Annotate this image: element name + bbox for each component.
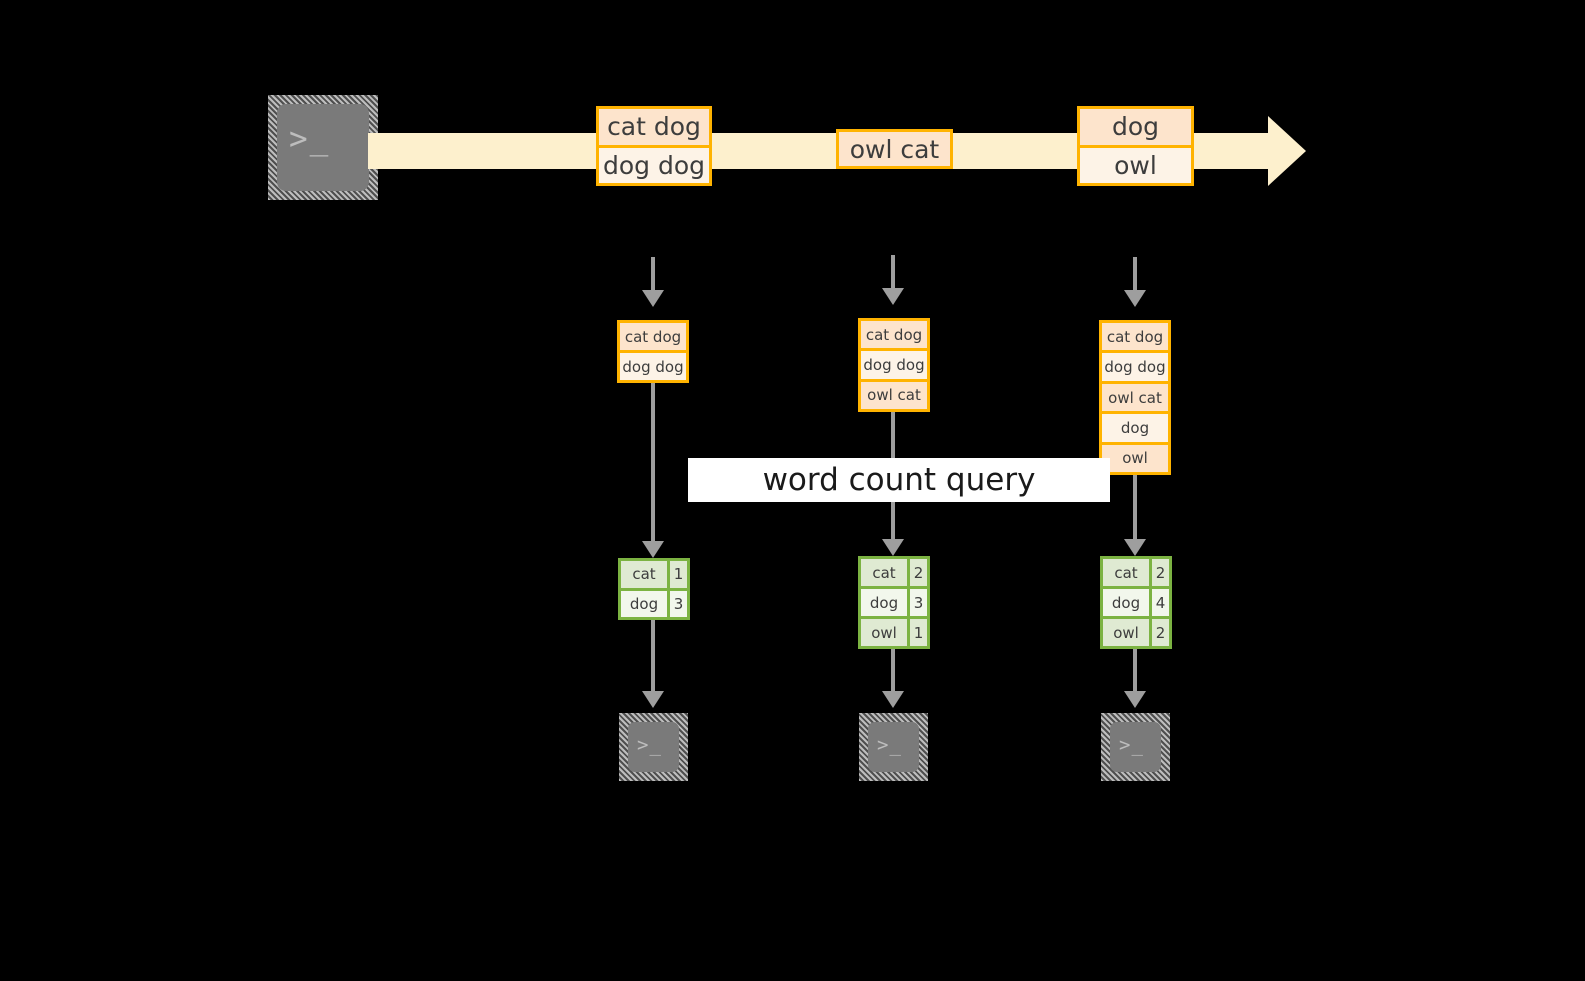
result-table-1: cat 1 dog 3 (618, 558, 690, 620)
stream-event-line: dog dog (599, 144, 709, 183)
snapshot-to-result-connector-3 (1133, 475, 1137, 541)
source-terminal-icon: >_ (268, 95, 378, 200)
snapshot-to-result-arrowhead-1 (642, 541, 664, 558)
result-row: cat 2 (861, 559, 927, 586)
terminal-prompt-glyph: >_ (877, 734, 902, 756)
result-word: owl (1103, 619, 1149, 646)
result-count: 2 (1149, 559, 1169, 586)
snapshot-input-line: dog dog (620, 350, 686, 380)
snapshot-input-3: cat dog dog dog owl cat dog owl (1099, 320, 1171, 475)
terminal-body: >_ (868, 722, 919, 772)
result-word: cat (861, 559, 907, 586)
stream-event-line: owl cat (839, 132, 950, 166)
stream-event-line: cat dog (599, 109, 709, 145)
sink-terminal-icon-3: >_ (1101, 713, 1170, 781)
result-row: dog 3 (861, 586, 927, 616)
snapshot-input-1: cat dog dog dog (617, 320, 689, 383)
stream-event-line: dog (1080, 109, 1191, 145)
result-count: 1 (667, 561, 687, 588)
terminal-prompt-glyph: >_ (1119, 734, 1144, 756)
result-count: 3 (667, 590, 687, 617)
result-word: dog (621, 590, 667, 617)
result-row: owl 2 (1103, 616, 1169, 646)
stream-to-snapshot-connector-1 (651, 257, 655, 292)
result-count: 3 (907, 589, 927, 616)
snapshot-input-2: cat dog dog dog owl cat (858, 318, 930, 412)
result-table-3: cat 2 dog 4 owl 2 (1100, 556, 1172, 649)
snapshot-input-line: owl cat (1102, 380, 1168, 412)
result-word: dog (861, 589, 907, 616)
terminal-body: >_ (277, 104, 369, 191)
snapshot-to-result-connector-1 (651, 383, 655, 543)
snapshot-to-result-arrowhead-3 (1124, 539, 1146, 556)
stream-event-group-2: owl cat (836, 129, 953, 169)
stream-to-snapshot-connector-2 (891, 255, 895, 290)
snapshot-input-line: dog dog (861, 348, 927, 379)
sink-terminal-icon-1: >_ (619, 713, 688, 781)
stream-event-group-1: cat dog dog dog (596, 106, 712, 186)
snapshot-input-line: dog dog (1102, 350, 1168, 381)
result-row: dog 4 (1103, 586, 1169, 616)
stream-event-group-3: dog owl (1077, 106, 1194, 186)
result-row: dog 3 (621, 587, 687, 617)
result-to-sink-arrowhead-3 (1124, 691, 1146, 708)
snapshot-input-line: cat dog (620, 323, 686, 350)
stream-arrowhead-icon (1268, 116, 1306, 186)
result-to-sink-arrowhead-2 (882, 691, 904, 708)
result-word: cat (1103, 559, 1149, 586)
result-word: owl (861, 619, 907, 646)
result-row: cat 1 (621, 561, 687, 588)
terminal-body: >_ (628, 722, 679, 772)
stream-to-snapshot-arrowhead-2 (882, 288, 904, 305)
result-count: 2 (907, 559, 927, 586)
result-word: dog (1103, 589, 1149, 616)
result-table-2: cat 2 dog 3 owl 1 (858, 556, 930, 649)
result-to-sink-connector-3 (1133, 649, 1137, 693)
snapshot-input-line: owl cat (861, 378, 927, 409)
terminal-body: >_ (1110, 722, 1161, 772)
query-label-text: word count query (762, 462, 1036, 498)
snapshot-input-line: dog (1102, 411, 1168, 442)
stream-to-snapshot-arrowhead-3 (1124, 290, 1146, 307)
snapshot-to-result-arrowhead-2 (882, 539, 904, 556)
terminal-prompt-glyph: >_ (637, 734, 662, 756)
query-label: word count query (688, 458, 1110, 502)
snapshot-input-line: cat dog (1102, 323, 1168, 351)
result-count: 4 (1149, 589, 1169, 616)
result-count: 1 (907, 619, 927, 646)
result-to-sink-connector-1 (651, 620, 655, 693)
terminal-prompt-glyph: >_ (289, 121, 331, 157)
snapshot-input-line: cat dog (861, 321, 927, 349)
stream-to-snapshot-arrowhead-1 (642, 290, 664, 307)
result-to-sink-connector-2 (891, 649, 895, 693)
result-count: 2 (1149, 619, 1169, 646)
result-word: cat (621, 561, 667, 588)
result-row: owl 1 (861, 616, 927, 646)
sink-terminal-icon-2: >_ (859, 713, 928, 781)
stream-to-snapshot-connector-3 (1133, 257, 1137, 292)
stream-event-line: owl (1080, 144, 1191, 183)
snapshot-input-line: owl (1102, 441, 1168, 473)
result-to-sink-arrowhead-1 (642, 691, 664, 708)
result-row: cat 2 (1103, 559, 1169, 586)
